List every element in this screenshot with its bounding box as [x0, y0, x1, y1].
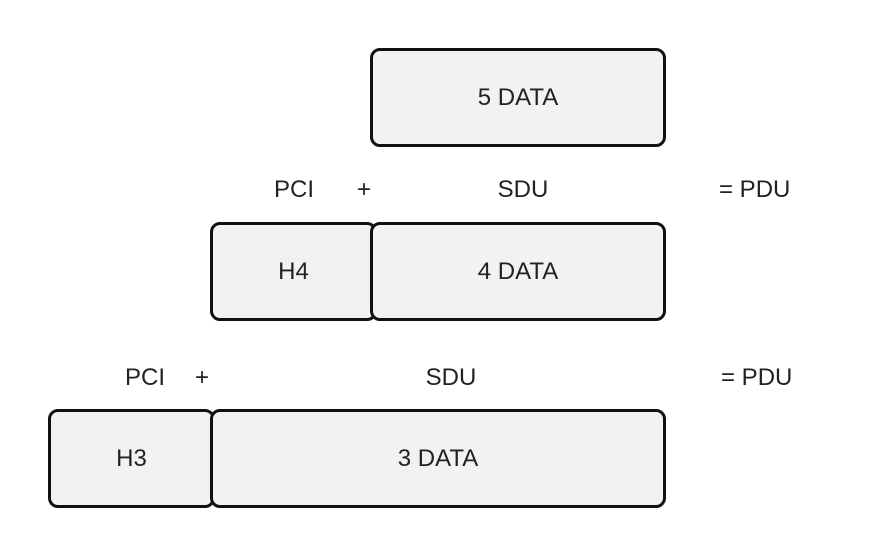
layer3-pdu-label: = PDU — [721, 364, 793, 391]
layer4-header-box: H4 — [210, 222, 377, 321]
layer4-sdu-label: SDU — [497, 176, 549, 203]
layer4-data-label: 4 DATA — [477, 257, 559, 285]
layer4-header-label: H4 — [278, 257, 309, 285]
layer5-data-box: 5 DATA — [370, 48, 666, 147]
layer4-plus-label: + — [356, 176, 372, 203]
layer3-data-label: 3 DATA — [397, 444, 479, 472]
layer3-pci-label: PCI — [124, 364, 166, 391]
layer4-pci-label: PCI — [273, 176, 315, 203]
layer3-sdu-label: SDU — [425, 364, 477, 391]
layer3-header-box: H3 — [48, 409, 215, 508]
layer4-data-box: 4 DATA — [370, 222, 666, 321]
layer3-data-box: 3 DATA — [210, 409, 666, 508]
layer3-header-label: H3 — [116, 444, 147, 472]
layer4-pdu-label: = PDU — [719, 176, 791, 203]
layer3-plus-label: + — [194, 364, 210, 391]
layer5-data-label: 5 DATA — [477, 83, 559, 111]
